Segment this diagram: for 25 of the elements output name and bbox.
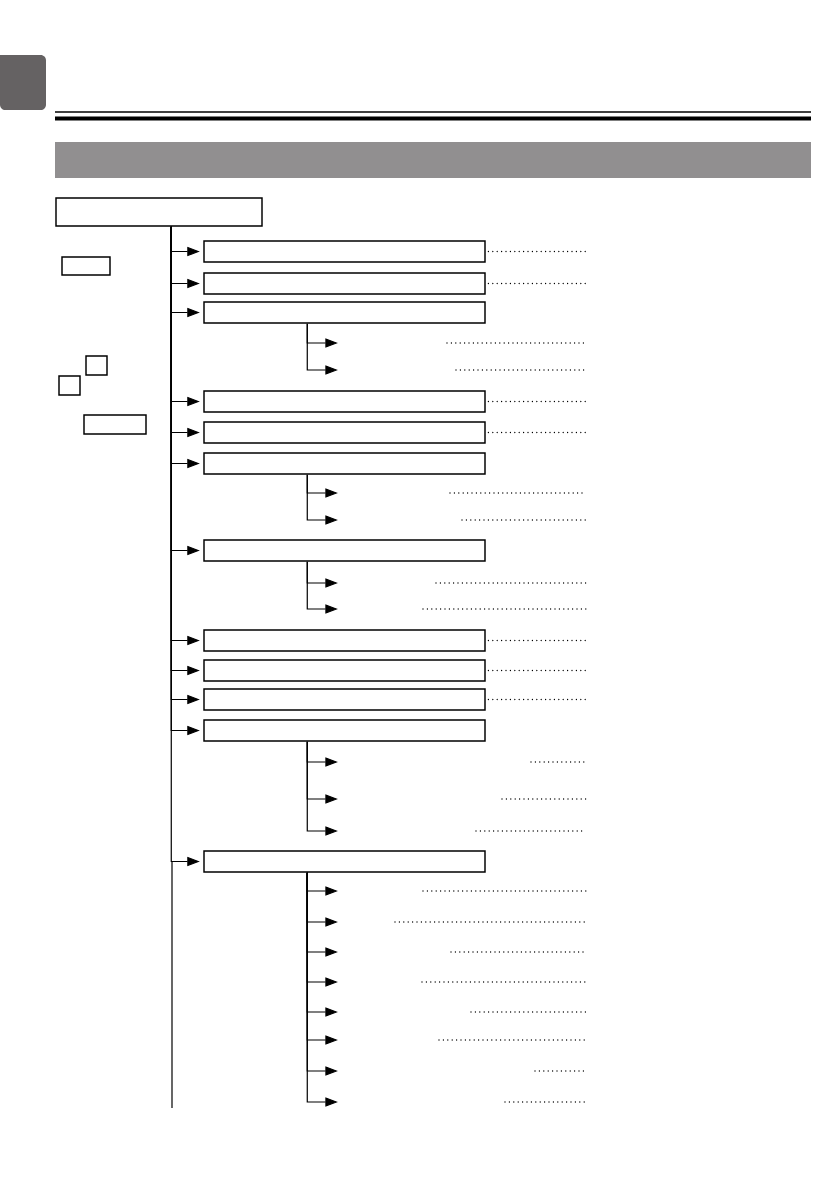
dot-leader	[487, 250, 587, 253]
menu-box	[203, 850, 486, 873]
menu-box	[203, 688, 486, 711]
menu-box	[203, 240, 486, 263]
menu-box	[203, 272, 486, 295]
menu-box	[203, 539, 486, 562]
dot-leader	[487, 282, 587, 285]
dot-leader	[487, 639, 587, 642]
menu-box	[203, 659, 486, 682]
root-box	[55, 197, 263, 227]
menu-box	[203, 452, 486, 475]
small-box	[83, 414, 147, 435]
small-box	[85, 355, 108, 376]
dot-leader	[487, 698, 587, 701]
dot-leader	[487, 431, 587, 434]
menu-box	[203, 629, 486, 652]
menu-box	[203, 421, 486, 444]
dot-leader	[487, 669, 587, 672]
menu-box	[203, 719, 486, 742]
menu-box	[203, 390, 486, 413]
dot-leader	[487, 400, 587, 403]
small-box	[61, 256, 111, 276]
heading-band	[55, 142, 811, 178]
small-box	[58, 375, 81, 396]
menu-box	[203, 301, 486, 324]
